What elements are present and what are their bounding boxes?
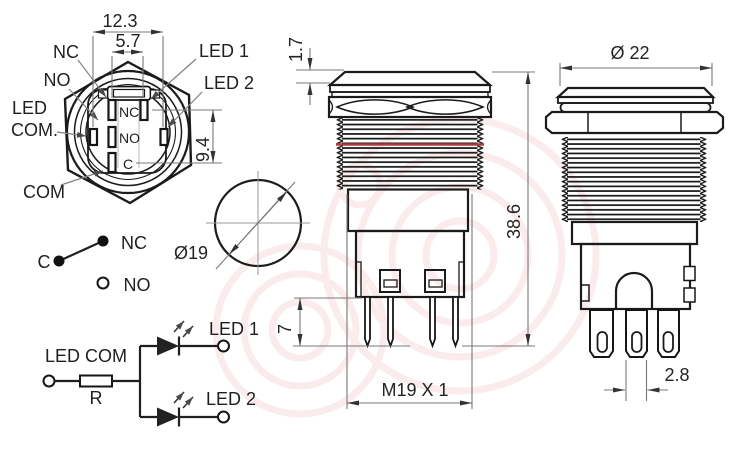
nc-terminal-dot xyxy=(97,235,109,247)
dim-terminal-width: 2.8 xyxy=(604,360,690,401)
dim-text-1-7: 1.7 xyxy=(286,37,306,62)
side-view: Ø 22 2.8 xyxy=(544,43,725,401)
callout-no: NO xyxy=(44,70,71,90)
led2-label: LED 2 xyxy=(206,389,256,409)
pin-label-no: NO xyxy=(119,130,140,146)
pin-slot-c xyxy=(107,151,117,174)
callout-led2: LED 2 xyxy=(204,73,254,93)
dim-pin-length: 7 xyxy=(275,297,410,347)
front-view: 1.7 38.6 7 M19 X 1 xyxy=(275,37,535,409)
led2-terminal xyxy=(217,410,230,424)
pin-slot-no xyxy=(107,125,117,149)
base-window-left xyxy=(379,269,401,293)
hex-nut-front xyxy=(327,95,493,119)
keying-tab-slot xyxy=(112,88,146,98)
terminal-lugs xyxy=(589,309,680,358)
dim-text-7: 7 xyxy=(275,324,295,334)
cap-cushion-side xyxy=(559,102,712,113)
dim-pitch-inner: 5.7 xyxy=(111,31,144,98)
resistor-symbol xyxy=(79,374,113,388)
c-terminal-dot xyxy=(53,255,65,267)
head-cap-side xyxy=(555,86,716,99)
base-window-right-slot xyxy=(428,279,443,288)
dim-text-9-4: 9.4 xyxy=(193,137,213,162)
nut-facet-edge-right xyxy=(486,99,492,115)
base-notch-left xyxy=(580,284,590,302)
keying-wing-right xyxy=(149,89,161,99)
dim-pitch-outer: 12.3 xyxy=(92,11,164,127)
dim-text-m19x1: M19 X 1 xyxy=(381,380,448,400)
contact-label-c: C xyxy=(38,252,51,272)
thread-side xyxy=(561,137,707,222)
solder-pins xyxy=(364,296,459,349)
dim-text-2-8: 2.8 xyxy=(664,365,689,385)
contact-label-nc: NC xyxy=(121,233,147,253)
callout-led-com-line1: LED xyxy=(12,98,47,118)
dim-text-12-3: 12.3 xyxy=(102,11,137,31)
dim-total-height: 38.6 xyxy=(462,71,535,347)
led-com-terminal xyxy=(42,374,56,388)
led1-symbol xyxy=(157,336,179,356)
pin-slot-nc xyxy=(107,98,117,122)
no-terminal-circle xyxy=(96,276,110,290)
dim-text-5-7: 5.7 xyxy=(115,31,140,51)
hex-nut-side xyxy=(544,110,725,135)
base-window-left-slot xyxy=(383,279,398,288)
led1-light-arrows xyxy=(173,320,194,338)
base-latch-top xyxy=(683,265,696,282)
hex-body-outline xyxy=(63,60,193,205)
led2-symbol xyxy=(157,407,179,427)
base-tab-left xyxy=(355,261,362,298)
base-tab-right xyxy=(458,261,465,298)
push-cap xyxy=(327,70,493,87)
led-com-label: LED COM xyxy=(45,346,127,366)
rear-view: NC NO C NC NO LED COM. COM LED 1 LED 2 1… xyxy=(11,11,254,205)
contact-schematic: C NC NO xyxy=(38,233,151,295)
bezel-ring-mid xyxy=(73,77,183,187)
pin-slot-led-com xyxy=(88,127,99,147)
dim-thread-spec: M19 X 1 xyxy=(346,194,473,409)
contact-label-no: NO xyxy=(124,275,151,295)
base-window-right xyxy=(424,269,446,293)
callout-nc: NC xyxy=(53,42,79,62)
callout-com: COM xyxy=(23,182,65,202)
bezel-ring-outer xyxy=(65,69,191,195)
nut-facet-left xyxy=(335,99,415,115)
nut-facet-edge-left xyxy=(328,99,334,115)
cutout-diameter-label: Ø19 xyxy=(174,243,208,263)
nut-facet-right xyxy=(405,99,485,115)
led-circuit-schematic: LED COM R LED 1 LED 2 xyxy=(42,319,259,427)
dim-text-38-6: 38.6 xyxy=(504,204,524,239)
callout-led1: LED 1 xyxy=(199,41,249,61)
pin-slot-led1 xyxy=(139,98,149,122)
base-latch-bottom xyxy=(683,287,696,303)
led1-terminal xyxy=(217,339,230,353)
thread-front xyxy=(336,117,484,190)
pin-slot-led2 xyxy=(159,127,169,147)
led1-label: LED 1 xyxy=(209,319,259,339)
callout-led-com-line2: COM. xyxy=(11,120,58,140)
pin-label-nc: NC xyxy=(119,104,139,120)
dim-pitch-vertical: 9.4 xyxy=(136,109,222,164)
dim-text-d22: Ø 22 xyxy=(610,43,649,63)
base-arch xyxy=(614,271,654,309)
dim-bezel-height: 1.7 xyxy=(286,37,344,105)
dim-head-diameter: Ø 22 xyxy=(559,43,713,86)
led2-light-arrows xyxy=(173,391,194,409)
pin-label-c: C xyxy=(123,156,133,172)
resistor-label: R xyxy=(90,388,103,408)
panel-cutout: Ø19 xyxy=(174,171,310,275)
